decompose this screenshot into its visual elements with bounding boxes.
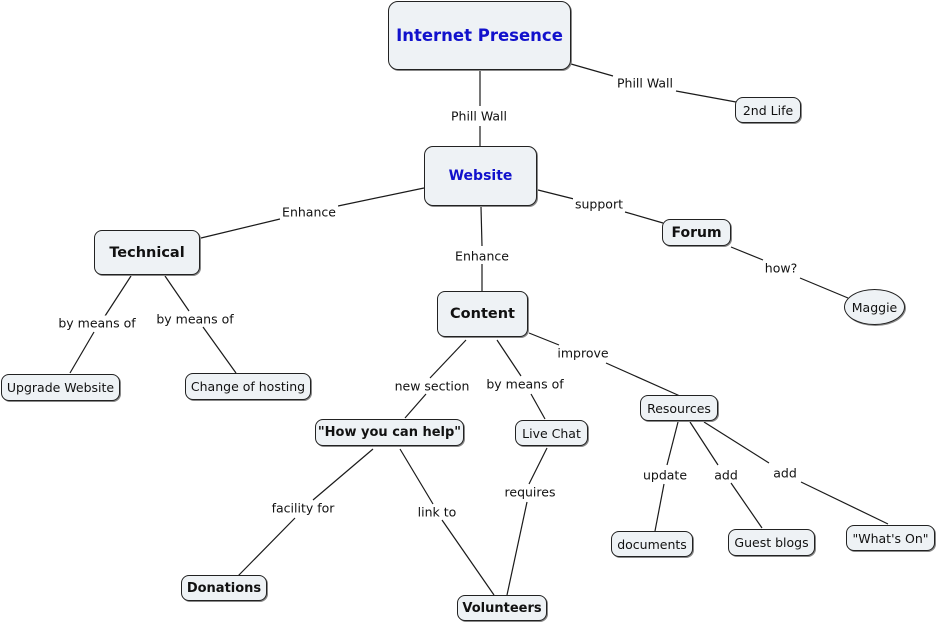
link-label-forum-maggie: how? [762,260,800,276]
edge-resources-whatson-b [800,481,889,525]
edge-howhelp-volunteers-b [441,519,495,596]
link-label-resources-guestblogs: add [712,467,740,483]
link-label-ip-2ndlife: Phill Wall [614,75,676,91]
link-label-website-content: Enhance [453,248,511,264]
node-forum[interactable]: Forum [662,219,731,246]
edge-website-forum-b [624,211,664,224]
link-label-technical-upgrade: by means of [56,315,138,331]
node-how-you-can-help[interactable]: "How you can help" [315,419,464,446]
edge-livechat-volunteers-b [506,501,528,596]
edge-resources-guestblogs-b [730,482,763,529]
edge-livechat-volunteers-a [528,447,548,485]
edge-content-livechat-b [530,393,546,420]
edge-forum-maggie-a [730,246,764,261]
link-label-content-livechat: by means of [484,376,566,392]
link-label-website-technical: Enhance [280,204,338,220]
edge-technical-hosting-b [202,326,237,374]
node-content[interactable]: Content [437,291,528,337]
node-internet-presence[interactable]: Internet Presence [388,1,571,70]
node-change-of-hosting[interactable]: Change of hosting [185,373,311,400]
edge-content-howhelp-a [429,339,467,379]
edge-website-technical-b [200,218,281,239]
edge-resources-whatson-a [703,421,770,464]
node-donations[interactable]: Donations [181,575,267,601]
node-volunteers[interactable]: Volunteers [457,595,547,621]
node-upgrade-website[interactable]: Upgrade Website [1,374,120,401]
link-label-ip-website: Phill Wall [448,108,510,124]
edge-howhelp-donations-a [312,448,374,501]
edge-content-howhelp-b [404,393,427,419]
edge-technical-upgrade-b [69,331,95,374]
link-label-livechat-volunteers: requires [502,484,558,500]
edge-content-resources-a [528,332,560,346]
node-maggie[interactable]: Maggie [844,289,905,325]
link-label-howhelp-volunteers: link to [415,504,459,520]
link-label-technical-hosting: by means of [154,311,236,327]
edge-website-technical-a [337,187,425,207]
edge-resources-documents-a [666,421,679,466]
edge-ip-2ndlife-a [570,63,614,77]
edge-content-resources-b [605,362,681,397]
edge-technical-upgrade-a [104,275,132,317]
node-guest-blogs[interactable]: Guest blogs [728,529,815,556]
edge-ip-2ndlife-b [675,90,737,103]
node-website[interactable]: Website [424,146,537,206]
edge-resources-documents-b [654,483,665,532]
node-resources[interactable]: Resources [640,395,718,421]
link-label-content-howhelp: new section [392,378,472,394]
node-whats-on[interactable]: "What's On" [846,525,935,551]
link-label-resources-documents: update [640,467,690,483]
link-label-howhelp-donations: facility for [269,500,337,516]
node-technical[interactable]: Technical [94,230,200,275]
edge-website-content-a [480,206,483,247]
node-documents[interactable]: documents [611,531,693,557]
link-label-website-forum: support [573,196,625,212]
edge-website-forum-a [537,189,575,200]
edge-howhelp-donations-b [237,517,296,577]
edge-content-livechat-a [496,339,522,377]
link-label-resources-whatson: add [771,465,799,481]
edge-resources-guestblogs-a [689,421,719,466]
edge-technical-hosting-a [164,275,190,312]
link-label-content-resources: improve [555,345,611,361]
node-live-chat[interactable]: Live Chat [515,420,588,446]
edge-howhelp-volunteers-a [399,448,434,505]
edge-forum-maggie-b [799,277,849,299]
node-2nd-life[interactable]: 2nd Life [735,97,801,123]
